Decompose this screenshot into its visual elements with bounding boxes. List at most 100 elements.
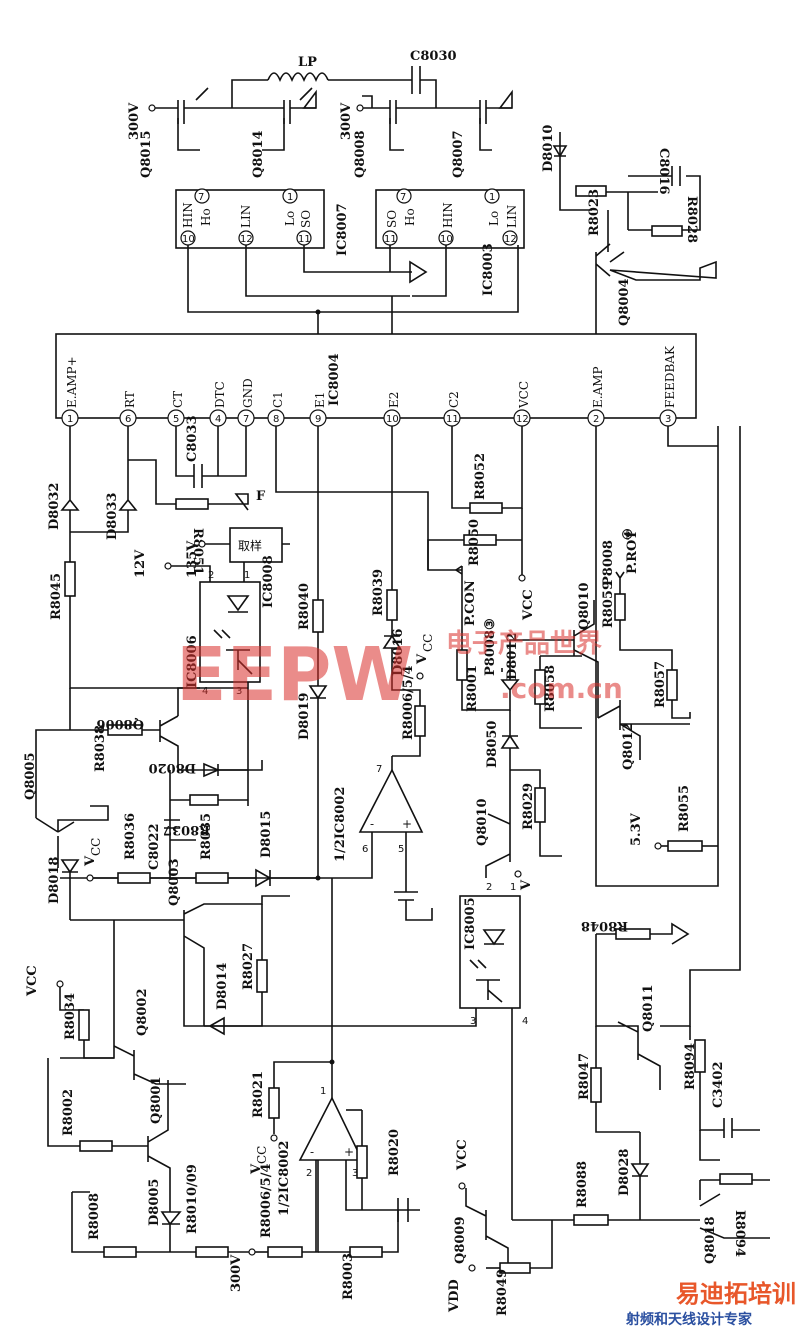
resistor-r8006-label: R8006/5/4 xyxy=(259,1163,274,1238)
watermark-cn-text: 电子产品世界 xyxy=(446,629,602,659)
ic8004-pin2-num: 2 xyxy=(593,414,599,425)
ic8003-pin-lo-num: 1 xyxy=(489,192,495,203)
rail-vcc-d8018-v: V xyxy=(83,855,98,867)
ic8005-pin3-num: 3 xyxy=(470,1016,476,1027)
rail-300v-node-right xyxy=(356,104,364,112)
resistor-r8094-left-label: R8047 xyxy=(577,1053,592,1100)
ic8007-pin-so-num: 11 xyxy=(298,234,311,245)
diode-d8019-label: D8019 xyxy=(297,693,312,740)
ic8004-pin-eamp: E.AMP xyxy=(591,366,605,408)
ic8006-pin4-num: 4 xyxy=(202,686,208,697)
resistor-r8010-09-label: R8010/09 xyxy=(185,1164,200,1234)
cap-c8016-label: C8016 xyxy=(656,148,671,195)
diode-d8028-label: D8028 xyxy=(617,1149,632,1196)
transistor-q8005-label: Q8005 xyxy=(23,752,38,800)
resistor-r8001-label: R8001 xyxy=(465,665,480,712)
diode-d8005-label: D8005 xyxy=(147,1179,162,1226)
resistor-r8008-label: R8008 xyxy=(87,1193,102,1240)
transistor-q8017-label: Q8011 xyxy=(641,984,656,1032)
rail-12v-label: 12V xyxy=(133,549,148,578)
ic8007-block: 7 1 10 12 11 HIN Ho LIN Lo SO IC8007 xyxy=(175,188,350,256)
connector-p8008-3-label: P8008③ xyxy=(483,618,498,676)
diode-d8010-label: D8010 xyxy=(541,125,556,172)
diode-d8032-label: D8032 xyxy=(47,483,62,530)
ic8004-pin4-num: 4 xyxy=(215,414,221,425)
opamp-ic8002-upper: 7 - + 6 5 1/2IC8002 xyxy=(60,756,433,921)
ic8004-pin-gnd: GND xyxy=(241,378,255,408)
ic8004-pin-e2: E2 xyxy=(387,392,401,408)
output-stage: LP C8030 300V Q8015 Q8014 300V Q8008 Q80… xyxy=(127,49,513,178)
ic8003-block: 7 1 11 10 12 SO Ho HIN Lo LIN IC8003 xyxy=(375,188,525,296)
lower-right-block: 5.3V R8055 R8048 Q8011 R8047 R8094 C3402… xyxy=(447,426,770,1316)
ic8008-sampling-text: 取样 xyxy=(238,538,262,553)
resistor-r8029-label: R8006/5/4 xyxy=(401,665,416,740)
ic8007-lin-label: LIN xyxy=(239,205,253,228)
diode-d8014-label: D8014 xyxy=(215,963,230,1010)
ic8006-ref-label: IC8006 xyxy=(185,635,200,688)
diode-d8050-label: D8050 xyxy=(485,721,500,768)
cap-c8030-label: C8030 xyxy=(410,49,457,64)
ic8007-hin-label: HIN xyxy=(181,202,195,228)
ic8002a-pin5-num: 5 xyxy=(398,844,404,855)
connector-prot-label: P.ROT xyxy=(625,530,640,574)
resistor-r8037-label: R8037 xyxy=(163,822,210,837)
ic8004-pin-eamp-plus: E.AMP+ xyxy=(65,356,79,408)
transistor-q8011-label: Q8012 xyxy=(621,722,636,770)
rail-300v-bottom-label: 300V xyxy=(229,1254,244,1292)
rail-vcc-r8021-cc: CC xyxy=(255,1146,269,1164)
rail-vcc-q8009-label: VCC xyxy=(455,1139,470,1171)
rail-300v-left-label: 300V xyxy=(127,102,142,140)
transistor-q8014-label: Q8014 xyxy=(251,130,266,178)
diode-d8033-label: D8033 xyxy=(105,493,120,540)
resistor-r8020-label: R8020 xyxy=(387,1129,402,1176)
ic8004-block: IC8004 1 E.AMP+ 6 RT 5 CT 4 DTC 7 GND 8 … xyxy=(55,333,697,427)
resistor-r8047-bottom-label: R8094 xyxy=(732,1210,747,1257)
ic8007-pin-lo-num: 1 xyxy=(287,192,293,203)
ic8003-ref-label: IC8003 xyxy=(481,243,496,296)
rail-vcc-q8010-v: V xyxy=(519,879,534,891)
transistor-q8010-label: Q8010 xyxy=(475,798,490,846)
ic8005-block: 2 1 3 4 IC8005 xyxy=(204,882,528,1220)
rail-vcc-pin12-label: VCC xyxy=(521,589,536,621)
ic8006-pin3-num: 3 xyxy=(236,686,242,697)
ic8004-pin12-num: 12 xyxy=(516,414,529,425)
transistor-q8007-label: Q8007 xyxy=(451,130,466,178)
ic8004-periphery: D8032 D8033 R8051 C8033 F R8045 R8052 R8… xyxy=(47,415,536,689)
ic8008-ref-label: IC8008 xyxy=(261,555,276,608)
ic8002a-ref-label: 1/2IC8002 xyxy=(333,787,348,862)
rail-vcc-d8018-cc: CC xyxy=(89,838,103,856)
resistor-r8088-label: R8088 xyxy=(575,1161,590,1208)
ic8004-pin-c1: C1 xyxy=(271,391,285,408)
ic8003-hin-label: HIN xyxy=(441,202,455,228)
ic8007-pin-hin-num: 10 xyxy=(182,234,195,245)
ic8007-so-label: SO xyxy=(299,210,313,228)
rail-135v-label: 135V xyxy=(185,540,200,578)
ic8003-pin-lin-num: 12 xyxy=(504,234,517,245)
rail-300v-right-label: 300V xyxy=(339,102,354,140)
resistor-r8050-label: R8050 xyxy=(467,519,482,566)
footer-tagline-text: 射频和天线设计专家 xyxy=(625,1311,753,1328)
rail-vcc-r8021-v: V xyxy=(249,1163,264,1175)
ic8002b-pin3-num: 3 xyxy=(352,1168,358,1179)
ic8002a-plus-sign: + xyxy=(402,817,412,831)
resistor-r8038-label: R8038 xyxy=(93,725,108,772)
ic8002a-minus-sign: - xyxy=(370,817,374,831)
connector-p8008-label: P8008 xyxy=(601,540,616,586)
ic8004-pin1-num: 1 xyxy=(67,414,73,425)
watermark-com-cn: .com.cn xyxy=(500,672,623,705)
opamp-ic8002-lower: R8021 V CC 1 - + 2 3 R8020 1/2IC8002 xyxy=(249,878,420,1252)
ic8005-pin2-num: 2 xyxy=(486,882,492,893)
ic8004-pin-ct: CT xyxy=(171,391,185,408)
left-control-cluster: Q8006 R8038 D8020 R8037 C8022 Q8005 V CC… xyxy=(23,687,318,1036)
ic8004-pin7-num: 7 xyxy=(243,414,249,425)
footer-logo-text: 易迪拓培训 xyxy=(676,1280,796,1308)
connector-pcon-label: P.CON xyxy=(463,580,478,626)
rail-vcc-d8016-cc: CC xyxy=(421,634,435,652)
diode-d8020-label: D8020 xyxy=(149,760,196,775)
resistor-r8040-label: R8040 xyxy=(297,583,312,630)
ic8002b-pin2-num: 2 xyxy=(306,1168,312,1179)
transistor-q8018-label: Q8018 xyxy=(703,1216,718,1264)
diode-d8016-label: D8016 xyxy=(391,629,406,676)
resistor-r8058-label: R8058 xyxy=(543,665,558,712)
